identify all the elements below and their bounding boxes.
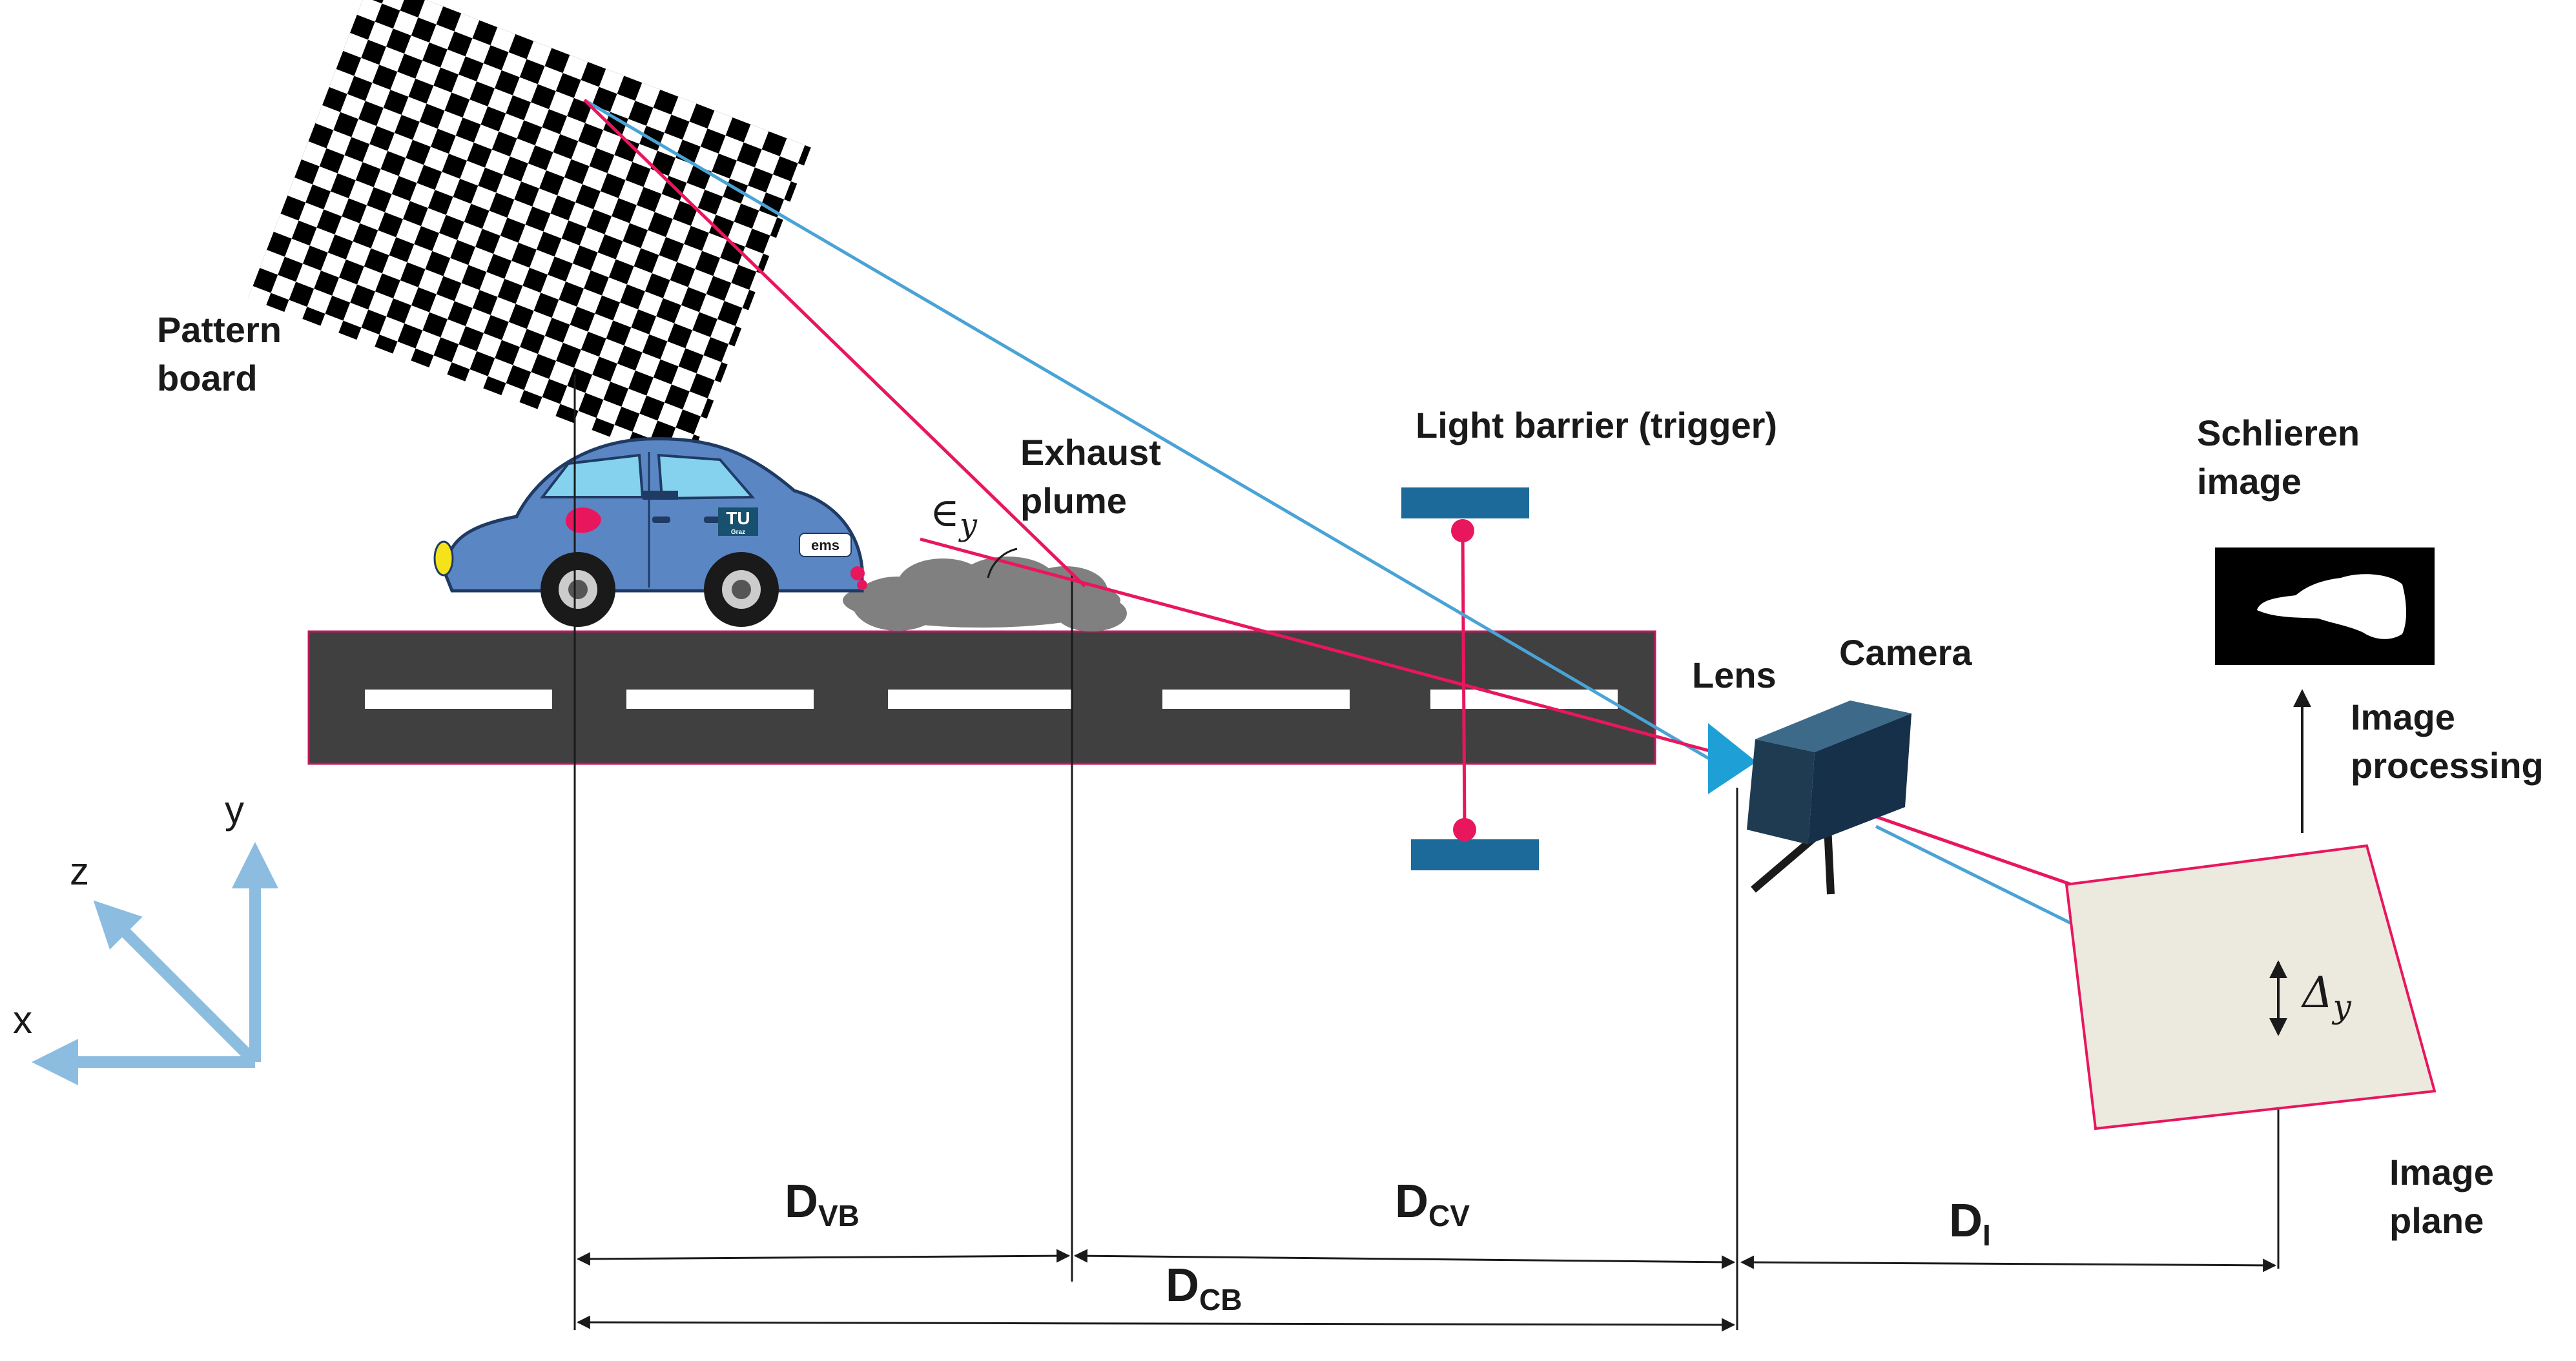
- image-plane-label-2: plane: [2389, 1200, 2484, 1241]
- axis-label-z: z: [70, 850, 89, 893]
- image-plane: [2065, 844, 2437, 1131]
- coordinate-axes: [32, 842, 278, 1085]
- distance-label-di: DI: [1949, 1195, 1991, 1252]
- road: [307, 630, 1656, 765]
- lens-label: Lens: [1692, 655, 1777, 695]
- exhaust-plume-label-2: plume: [1020, 480, 1127, 521]
- reference-lines: [573, 374, 2280, 1330]
- dimension-lines: [576, 1249, 2277, 1332]
- distance-label-dcv: DCV: [1395, 1176, 1470, 1233]
- lens-icon: [1708, 723, 1757, 794]
- red-ray-plume-to-lens: [920, 537, 1715, 754]
- light-barrier: [1401, 487, 1539, 870]
- camera-label: Camera: [1839, 632, 1972, 673]
- blue-ray-board-to-lens: [583, 98, 1716, 764]
- pattern-board-label-1: Pattern: [157, 309, 282, 350]
- pattern-board: [248, 0, 811, 467]
- deflection-angle-arc: [987, 547, 1018, 578]
- schlieren-image: [2215, 547, 2435, 665]
- deflection-angle-symbol: ∈y: [930, 489, 978, 543]
- car: TU Graz ems: [433, 437, 867, 627]
- image-processing-label-1: Image: [2351, 697, 2455, 737]
- exhaust-plume-label-1: Exhaust: [1020, 432, 1161, 473]
- exhaust-plume: [843, 557, 1127, 631]
- car-badge: ems: [811, 537, 840, 553]
- camera-icon: [1747, 701, 1911, 895]
- axis-label-x: x: [13, 998, 32, 1041]
- axis-label-y: y: [225, 788, 244, 832]
- distance-label-dcb: DCB: [1166, 1260, 1242, 1316]
- displacement-symbol: Δy: [2300, 968, 2352, 1025]
- red-ray-board-to-plume: [583, 99, 1086, 588]
- distance-label-dvb: DVB: [785, 1176, 860, 1233]
- light-barrier-label: Light barrier (trigger): [1416, 405, 1777, 445]
- schlieren-image-label-1: Schlieren: [2197, 413, 2360, 453]
- pattern-board-label-2: board: [157, 358, 258, 398]
- image-plane-label-1: Image: [2389, 1152, 2494, 1192]
- car-logo-small: Graz: [731, 529, 745, 536]
- car-logo: TU: [726, 508, 750, 528]
- image-processing-label-2: processing: [2351, 745, 2544, 786]
- schlieren-image-label-2: image: [2197, 461, 2302, 502]
